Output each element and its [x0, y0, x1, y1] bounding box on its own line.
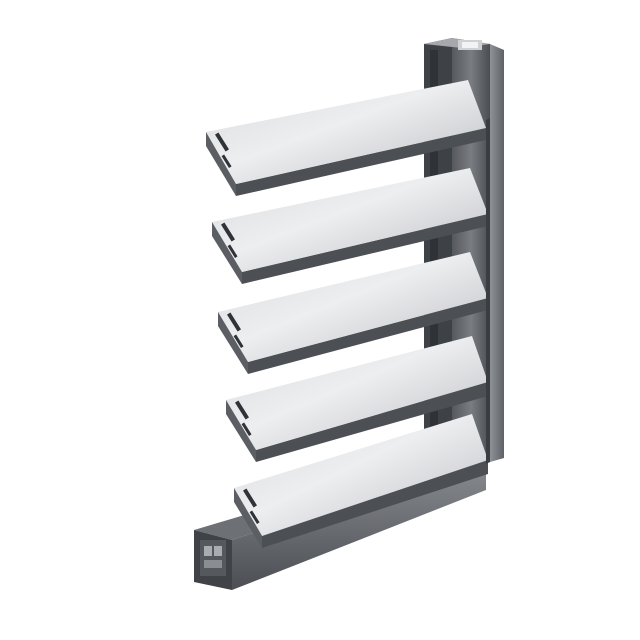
louvre-blade-5 — [234, 414, 488, 548]
louvre-blade-4 — [226, 336, 488, 462]
louvre-blade-3 — [218, 252, 488, 374]
louvre-blade-2 — [212, 168, 488, 284]
post-front-edge — [486, 118, 490, 464]
louvre-blade-1 — [206, 80, 486, 196]
